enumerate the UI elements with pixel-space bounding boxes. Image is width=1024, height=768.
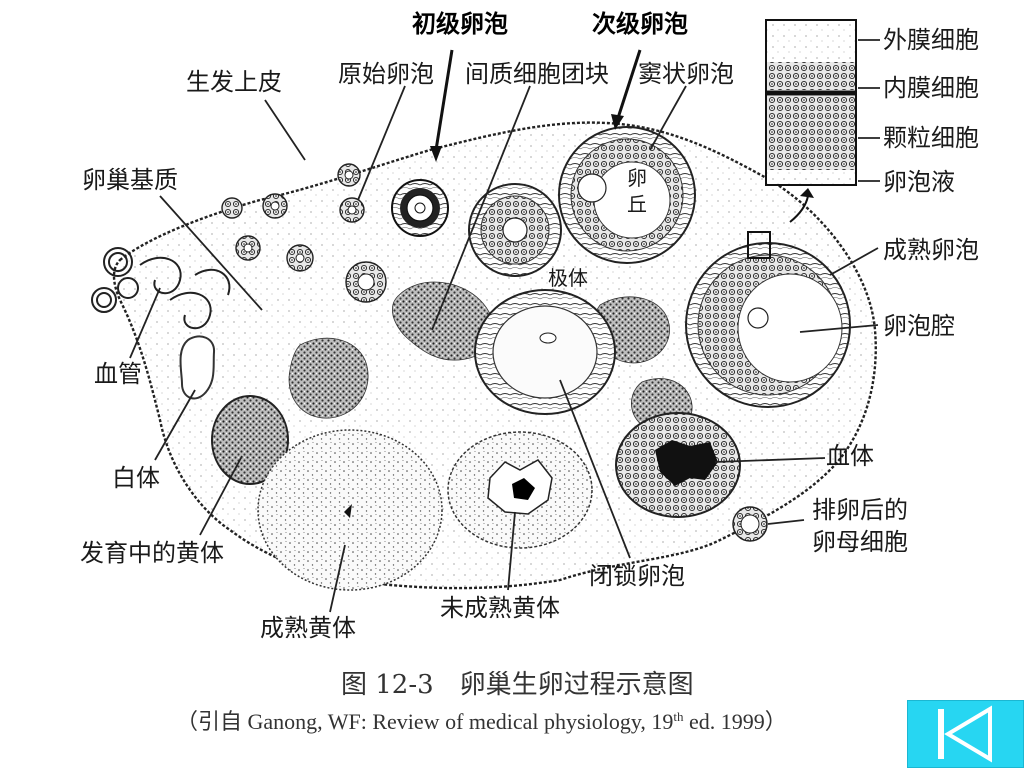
follicle-wall-inset xyxy=(765,19,857,223)
label-blood-vessel: 血管 xyxy=(94,360,142,388)
mature-follicle xyxy=(685,231,851,408)
label-corpus-albicans: 白体 xyxy=(112,464,160,492)
label-theca-externa: 外膜细胞 xyxy=(883,26,979,54)
label-interstitial-cell-mass: 间质细胞团块 xyxy=(465,60,609,88)
citation-text: （引自 Ganong, WF: Review of medical physio… xyxy=(176,709,674,734)
citation-end: ed. 1999） xyxy=(683,709,787,734)
label-secondary-follicle: 次级卵泡 xyxy=(592,10,688,38)
label-granulosa-cells: 颗粒细胞 xyxy=(883,124,979,152)
corpus-albicans xyxy=(179,335,216,400)
ovulated-oocyte xyxy=(732,506,768,542)
label-cumulus-1: 卵 xyxy=(627,166,647,190)
label-polar-body: 极体 xyxy=(548,266,588,290)
label-mature-corpus-luteum: 成熟黄体 xyxy=(260,614,356,642)
figure-caption: 图 12-3 卵巢生卵过程示意图 xyxy=(341,670,694,700)
first-slide-icon xyxy=(938,705,992,763)
first-slide-button[interactable] xyxy=(907,700,1024,768)
figure-citation: （引自 Ganong, WF: Review of medical physio… xyxy=(176,709,787,734)
bold-pointer-arrows xyxy=(430,49,642,162)
vesicular-follicle xyxy=(558,126,696,264)
label-immature-corpus-luteum: 未成熟黄体 xyxy=(440,594,560,622)
label-follicular-cavity: 卵泡腔 xyxy=(883,312,955,340)
label-developing-corpus-luteum: 发育中的黄体 xyxy=(80,539,224,567)
label-ovulated-oocyte-2: 卵母细胞 xyxy=(812,528,908,556)
primary-follicle xyxy=(391,179,449,237)
citation-superscript: th xyxy=(673,709,684,724)
label-follicular-fluid: 卵泡液 xyxy=(883,168,955,196)
label-vesicular-follicle: 窦状卵泡 xyxy=(638,60,734,88)
label-germinal-epithelium: 生发上皮 xyxy=(186,68,282,96)
label-theca-interna: 内膜细胞 xyxy=(883,74,979,102)
label-primary-follicle: 初级卵泡 xyxy=(412,10,508,38)
label-primordial-follicle: 原始卵泡 xyxy=(338,60,434,88)
label-cumulus-2: 丘 xyxy=(627,192,647,216)
corpus-hemorrhagicum xyxy=(615,412,741,518)
developing-corpus-luteum xyxy=(211,395,289,485)
secondary-follicle xyxy=(468,183,562,277)
label-ovulated-oocyte-1: 排卵后的 xyxy=(812,496,908,524)
label-atretic-follicle: 闭锁卵泡 xyxy=(589,562,685,590)
label-corpus-hemorrhagicum: 血体 xyxy=(826,442,874,470)
interstitial-cell-mass xyxy=(288,337,369,419)
label-mature-follicle: 成熟卵泡 xyxy=(883,236,979,264)
immature-corpus-luteum xyxy=(447,431,593,549)
interstitial-cell-mass xyxy=(391,281,495,361)
atretic-follicle xyxy=(474,289,616,415)
blood-vessel-group xyxy=(91,247,231,330)
leader-lines xyxy=(129,39,880,613)
label-ovarian-stroma: 卵巢基质 xyxy=(82,166,178,194)
